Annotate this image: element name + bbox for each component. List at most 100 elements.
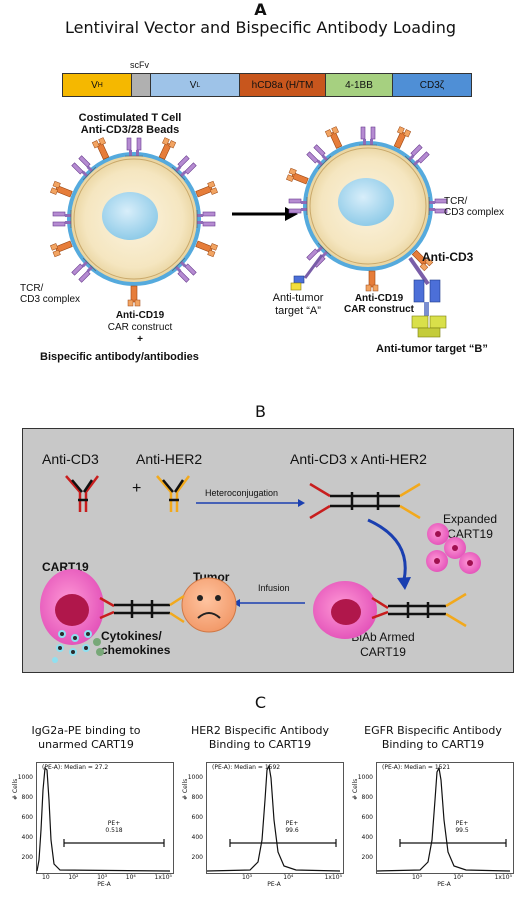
panel-b-box — [22, 428, 514, 673]
right-car-line2: CAR construct — [343, 304, 414, 315]
left-cell-heading: Costimulated T Cell Anti-CD3/28 Beads — [30, 112, 230, 136]
y-tick: 200 — [191, 854, 203, 861]
armed-line2: CART19 — [360, 645, 406, 659]
anti-cd3-text: Anti-CD3 — [42, 451, 99, 467]
vh-sub: H — [97, 81, 103, 89]
left-tcr-line1: TCR/ — [20, 283, 44, 294]
hist3-title: EGFR Bispecific Antibody Binding to CART… — [348, 724, 518, 752]
anti-her2-text: Anti-HER2 — [136, 451, 203, 467]
gate-value: 99.5 — [455, 827, 469, 834]
target-a-antibody — [290, 254, 324, 291]
hist1-x-label: PE-A — [97, 881, 111, 888]
expanded-cart19-text: Expanded CART19 — [430, 512, 510, 542]
x-tick: 10⁴ — [125, 874, 136, 881]
panel-a-title: Lentiviral Vector and Bispecific Antibod… — [65, 18, 456, 37]
expanded-cart19-cells — [426, 523, 481, 574]
hist2-gate: PE+99.6 — [272, 820, 312, 834]
cd3zeta-segment: CD3ζ — [392, 73, 472, 97]
scfv-label: scFv — [130, 60, 149, 70]
right-car-label: Anti-CD19 CAR construct — [334, 293, 424, 315]
hist2-title-line1: HER2 Bispecific Antibody — [190, 724, 330, 737]
right-tcr-line2: CD3 complex — [444, 207, 505, 218]
gate-label: PE+ — [107, 820, 121, 827]
left-cell-heading-line1: Costimulated T Cell — [78, 112, 182, 124]
x-tick: 10³ — [412, 874, 423, 881]
x-tick: 1x10⁵ — [324, 874, 342, 881]
vl-label: V — [189, 79, 197, 91]
expansion-curved-arrow — [367, 518, 411, 590]
hist2-title: HER2 Bispecific Antibody Binding to CART… — [176, 724, 344, 752]
armed-line1: BiAb Armed — [351, 630, 415, 644]
heteroconjugation-arrow — [196, 499, 305, 507]
left-tcr-line2: CD3 complex — [20, 294, 81, 305]
right-t-cell — [286, 126, 448, 338]
y-tick: 1000 — [17, 774, 33, 781]
y-tick: 400 — [361, 834, 373, 841]
gate-value: 99.6 — [285, 827, 299, 834]
hist3-x-label: PE-A — [437, 881, 451, 888]
tumor-cell — [181, 577, 237, 633]
hist1-median: (PE-A): Median = 27.2 — [42, 764, 109, 771]
hist3-x-ticks: 10³ 10⁴ 1x10⁵ — [412, 874, 512, 881]
right-car-line1: Anti-CD19 — [354, 293, 404, 304]
expanded-line2: CART19 — [447, 527, 493, 541]
hist3-title-line1: EGFR Bispecific Antibody — [364, 724, 502, 737]
anti-her2-antibody — [156, 475, 190, 512]
anti-cd3-antibody — [65, 475, 99, 512]
right-tcr-label: TCR/ CD3 complex — [444, 196, 504, 218]
right-nucleus — [338, 178, 394, 226]
hist1-curve — [36, 766, 171, 872]
expanded-line1: Expanded — [442, 512, 498, 526]
cytokine-dots — [52, 630, 104, 663]
y-tick: 200 — [361, 854, 373, 861]
left-car-line2: CAR construct — [107, 322, 173, 333]
hist1-gate: PE+0.518 — [94, 820, 134, 834]
gate-label: PE+ — [285, 820, 299, 827]
left-nucleus — [102, 192, 158, 240]
hist2-curve — [206, 764, 341, 872]
y-tick: 600 — [361, 814, 373, 821]
y-tick: 800 — [191, 794, 203, 801]
hist1-title-line2: unarmed CART19 — [38, 738, 134, 751]
cart19-cell — [40, 569, 185, 645]
cd3zeta-label: CD3ζ — [419, 79, 445, 91]
gate-value: 0.518 — [105, 827, 123, 834]
hist1-title: IgG2a-PE binding to unarmed CART19 — [0, 724, 172, 752]
41bb-segment: 4-1BB — [325, 73, 393, 97]
hist2-median: (PE-A): Median = 1592 — [212, 764, 281, 771]
hist2-title-line2: Binding to CART19 — [208, 738, 312, 751]
y-tick: 600 — [191, 814, 203, 821]
x-tick: 10² — [68, 874, 79, 881]
x-tick: 1x10⁵ — [154, 874, 172, 881]
cytokines-line2: chemokines — [101, 643, 171, 657]
left-car-line1: Anti-CD19 — [115, 310, 165, 321]
left-cell-heading-line2: Anti-CD3/28 Beads — [80, 124, 180, 136]
target-b-antibody — [408, 256, 447, 338]
x-tick: 1x10⁵ — [494, 874, 512, 881]
cytokines-text: Cytokines/ chemokines — [101, 629, 170, 657]
y-tick: 200 — [21, 854, 33, 861]
x-tick: 10⁴ — [283, 874, 294, 881]
panel-a-arrow — [232, 207, 298, 221]
hist1-title-line1: IgG2a-PE binding to — [31, 724, 141, 737]
y-tick: 800 — [21, 794, 33, 801]
y-tick: 1000 — [187, 774, 203, 781]
hist3-title-line2: Binding to CART19 — [381, 738, 485, 751]
infusion-text: Infusion — [258, 583, 290, 593]
panel-b-letter: B — [255, 402, 266, 421]
y-tick: 400 — [21, 834, 33, 841]
hist3-plot-frame — [376, 762, 514, 874]
panel-b-illustration — [40, 475, 481, 663]
left-tcr-label: TCR/ CD3 complex — [20, 283, 80, 305]
x-tick: 10⁴ — [453, 874, 464, 881]
gate-label: PE+ — [455, 820, 469, 827]
